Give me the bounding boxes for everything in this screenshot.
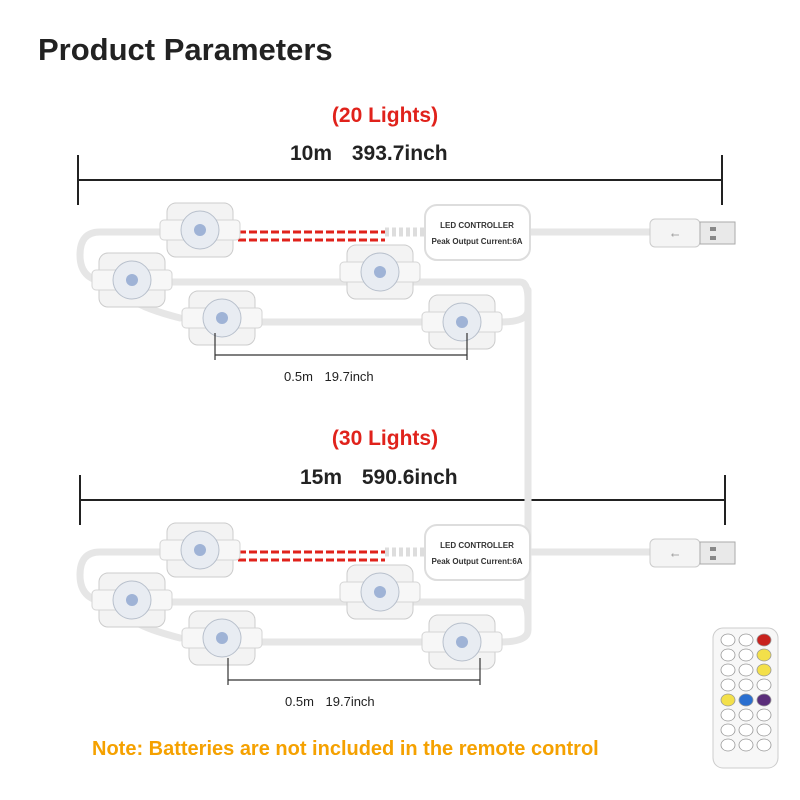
remote-button xyxy=(720,678,736,692)
usb-pin xyxy=(710,556,716,560)
led-chip xyxy=(194,224,206,236)
remote-button xyxy=(738,708,754,722)
led-chip xyxy=(374,586,386,598)
remote-button xyxy=(756,678,772,692)
controller-subtitle: Peak Output Current:6A xyxy=(431,237,522,246)
led-chip xyxy=(374,266,386,278)
remote-button xyxy=(738,663,754,677)
remote-button xyxy=(738,633,754,647)
remote-button xyxy=(756,738,772,752)
led-chip xyxy=(126,274,138,286)
light-count-30: (30 Lights) xyxy=(331,427,439,450)
battery-note: Note: Batteries are not included in the … xyxy=(92,738,599,760)
remote-button xyxy=(720,738,736,752)
usb-pin xyxy=(710,236,716,240)
led-chip xyxy=(216,632,228,644)
usb-connector xyxy=(699,541,736,565)
remote-button xyxy=(756,648,772,662)
remote-button xyxy=(720,708,736,722)
remote-button xyxy=(756,663,772,677)
light-module xyxy=(159,202,241,258)
total-length-10m: 10m 393.7inch xyxy=(290,142,448,165)
led-controller-box xyxy=(424,204,531,261)
remote-control xyxy=(712,627,779,769)
spacing-label-1: 0.5m 19.7inch xyxy=(284,369,374,384)
light-count-20: (20 Lights) xyxy=(331,104,439,127)
usb-pin xyxy=(710,547,716,551)
remote-button xyxy=(738,723,754,737)
light-module xyxy=(339,244,421,300)
usb-pin xyxy=(710,227,716,231)
light-module xyxy=(339,564,421,620)
remote-button xyxy=(720,648,736,662)
remote-button xyxy=(756,708,772,722)
total-length-15m: 15m 590.6inch xyxy=(300,466,458,489)
led-controller-box xyxy=(424,524,531,581)
controller-subtitle: Peak Output Current:6A xyxy=(431,557,522,566)
spacing-label-2: 0.5m 19.7inch xyxy=(285,694,375,709)
led-chip xyxy=(456,636,468,648)
remote-button xyxy=(738,738,754,752)
remote-button xyxy=(756,633,772,647)
light-module xyxy=(421,294,503,350)
remote-button xyxy=(756,693,772,707)
remote-button xyxy=(738,648,754,662)
remote-button xyxy=(738,693,754,707)
usb-icon: ⭠ xyxy=(671,549,680,561)
led-chip xyxy=(126,594,138,606)
light-module xyxy=(181,290,263,346)
led-chip xyxy=(194,544,206,556)
usb-icon: ⭠ xyxy=(671,229,680,241)
led-chip xyxy=(216,312,228,324)
controller-title: LED CONTROLLER xyxy=(440,541,514,550)
light-module xyxy=(181,610,263,666)
page-title: Product Parameters xyxy=(38,32,333,67)
led-chip xyxy=(456,316,468,328)
usb-connector xyxy=(699,221,736,245)
remote-button xyxy=(720,723,736,737)
light-module xyxy=(91,252,173,308)
light-module xyxy=(91,572,173,628)
light-module xyxy=(421,614,503,670)
controller-title: LED CONTROLLER xyxy=(440,221,514,230)
remote-button xyxy=(720,663,736,677)
remote-button xyxy=(720,633,736,647)
remote-button xyxy=(720,693,736,707)
remote-button xyxy=(756,723,772,737)
light-module xyxy=(159,522,241,578)
remote-button xyxy=(738,678,754,692)
